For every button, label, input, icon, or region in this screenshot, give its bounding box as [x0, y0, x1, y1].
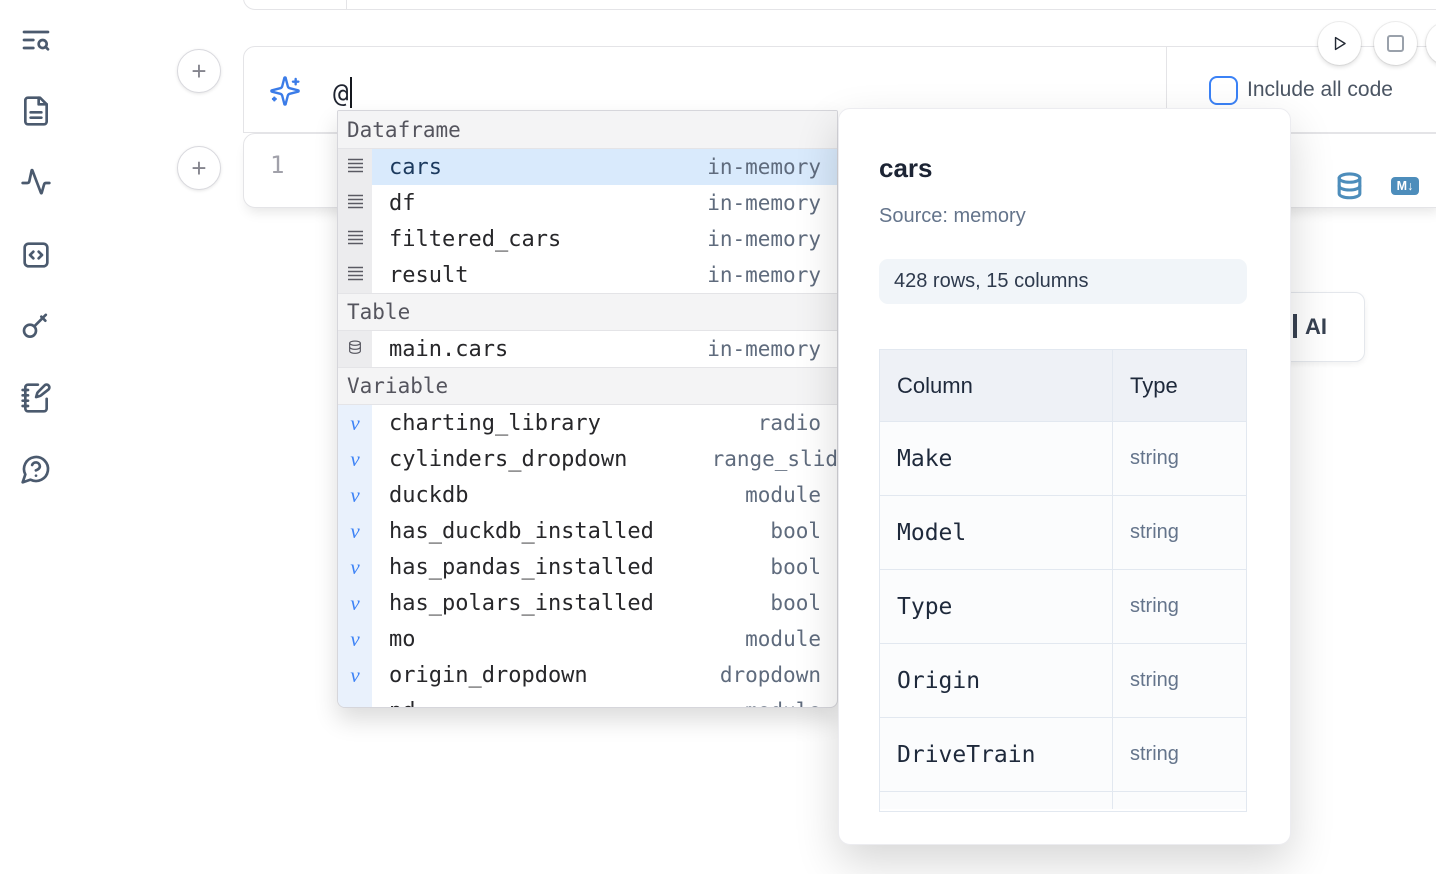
variable-icon: v [338, 405, 372, 441]
variable-icon: v [338, 477, 372, 513]
preview-title: cars [879, 153, 933, 183]
rows-icon [338, 221, 372, 257]
section-header-table: Table [338, 293, 837, 331]
variable-icon: v [338, 441, 372, 477]
line-number: 1 [270, 151, 285, 179]
file-text-icon[interactable] [20, 95, 52, 127]
variable-icon: v [338, 693, 372, 707]
markdown-icon[interactable]: M↓ [1391, 177, 1419, 195]
table-row: Model string [880, 496, 1246, 570]
schema-table-header: Column Type [880, 350, 1246, 422]
variable-icon: v [338, 657, 372, 693]
variable-icon: v [338, 513, 372, 549]
table-row: Type string [880, 570, 1246, 644]
previous-cell-edge [243, 0, 1436, 10]
stop-cell-button[interactable] [1374, 22, 1417, 65]
clipped-letter [1293, 314, 1297, 338]
section-header-dataframe: Dataframe [338, 111, 837, 149]
table-row: Make string [880, 422, 1246, 496]
help-chat-icon[interactable] [20, 453, 52, 485]
sparkles-icon [269, 75, 301, 107]
key-icon[interactable] [20, 310, 52, 342]
stop-icon [1387, 35, 1404, 52]
ai-prompt-input[interactable]: @ [333, 77, 352, 109]
autocomplete-item-partial[interactable]: v pdmodule [338, 693, 837, 707]
include-all-code-label: Include all code [1247, 78, 1393, 101]
shape-badge: 428 rows, 15 columns [879, 259, 1247, 304]
rows-icon [338, 185, 372, 221]
dataframe-preview-panel: cars Source: memory 428 rows, 15 columns… [838, 108, 1291, 845]
preview-source: Source: memory [879, 205, 1026, 227]
section-header-variable: Variable [338, 367, 837, 405]
prompt-options-divider [1166, 47, 1167, 132]
rows-icon [338, 257, 372, 293]
variable-icon: v [338, 549, 372, 585]
type-header: Type [1130, 372, 1178, 398]
column-header: Column [897, 372, 973, 398]
rows-icon [338, 149, 372, 185]
variable-icon: v [338, 621, 372, 657]
code-square-icon[interactable] [20, 239, 52, 271]
include-all-code-checkbox[interactable] [1209, 76, 1238, 105]
list-search-icon[interactable] [20, 24, 52, 56]
database-icon [338, 331, 372, 367]
previous-cell-gutter-divider [346, 0, 347, 9]
play-icon [1334, 36, 1346, 51]
run-cell-button[interactable] [1318, 22, 1361, 65]
table-row-partial [880, 792, 1246, 809]
add-cell-above-button[interactable]: + [177, 49, 221, 93]
table-row: DriveTrain string [880, 718, 1246, 792]
activity-icon[interactable] [20, 167, 52, 199]
variable-icon: v [338, 585, 372, 621]
notebook-pen-icon[interactable] [20, 382, 52, 414]
schema-table: Column Type Make string Model string Typ… [879, 349, 1247, 812]
table-row: Origin string [880, 644, 1246, 718]
text-cursor [349, 77, 352, 108]
more-controls-button[interactable] [1426, 22, 1436, 65]
add-cell-below-button[interactable]: + [177, 146, 221, 190]
database-icon[interactable] [1334, 170, 1365, 203]
